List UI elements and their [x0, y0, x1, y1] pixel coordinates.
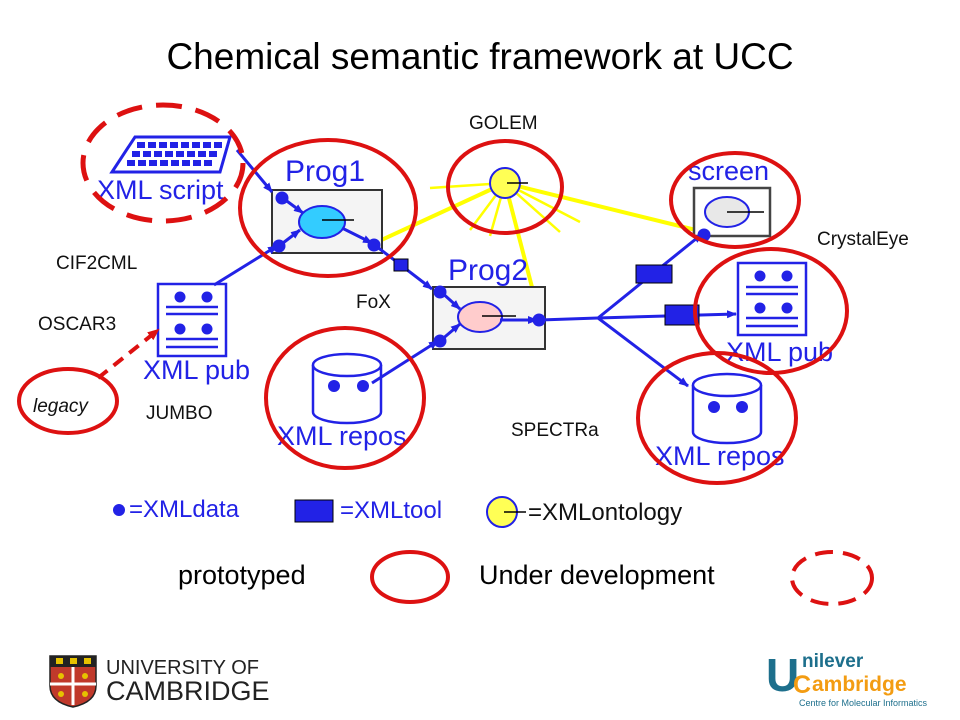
legend-xmlontology-label: =XMLontology [528, 499, 682, 526]
prototyped-circles [17, 138, 849, 485]
xml-tool-rect [664, 304, 700, 326]
flow-arrow [341, 226, 373, 245]
xml-pub-right-doc [736, 261, 808, 337]
jumbo-label: JUMBO [146, 403, 213, 424]
cambridge-logo-line1: UNIVERSITY OF [106, 657, 259, 679]
unilever-logo-u: U [766, 649, 799, 701]
under-development-circle-xml-script [80, 102, 246, 224]
prog2-process-icon [457, 301, 503, 333]
ray [374, 181, 506, 245]
xml-tool-rect [635, 264, 673, 284]
xml-tool-rects [393, 258, 700, 326]
legend-xmltool-rect [294, 499, 334, 523]
ray [504, 181, 709, 235]
prototyped-circle-xml-repos-right [636, 351, 798, 485]
xml-repos-right-label: XML repos [655, 441, 785, 471]
prog2-label: Prog2 [448, 254, 528, 287]
xml-data-dot [532, 313, 546, 327]
slide-title: Chemical semantic framework at UCC [166, 36, 794, 77]
xml-repos-left-cylinder [311, 365, 383, 425]
xml-pub-left-label: XML pub [143, 355, 250, 385]
unilever-logo-subtitle: Centre for Molecular Informatics [799, 698, 928, 708]
legend-under-development-label: Under development [479, 560, 715, 590]
legend-xmldata-label: =XMLdata [129, 496, 240, 523]
legend-prototyped-circle [370, 550, 450, 604]
xml-script-node: XML script [97, 135, 232, 205]
screen-node: screen [688, 156, 772, 238]
flow-arrow [597, 316, 689, 388]
legacy-dashed-arrow [96, 328, 160, 380]
prog2-node: Prog2 [432, 254, 546, 350]
keyboard-keys [127, 142, 222, 166]
xml-data-dot [275, 191, 289, 205]
xml-data-dots [272, 191, 711, 348]
prototyped-circle-xml-repos-left [264, 326, 426, 470]
prog1-process-icon [298, 205, 346, 239]
unilever-logo-word: nilever [802, 651, 864, 672]
flow-arrow [539, 316, 599, 322]
xml-data-dot [272, 239, 286, 253]
xml-pub-left-doc [156, 282, 228, 358]
fox-label: FoX [356, 292, 391, 313]
spectra-label: SPECTRa [511, 420, 599, 441]
xml-data-dot [433, 334, 447, 348]
golem-label: GOLEM [469, 113, 538, 134]
xml-repos-left-node: XML repos [277, 352, 407, 451]
prototyped-circle-screen [669, 151, 801, 249]
xml-data-dot [433, 285, 447, 299]
xml-repos-right-node: XML repos [655, 372, 785, 471]
legacy-label: legacy [33, 396, 88, 417]
oscar3-label: OSCAR3 [38, 314, 117, 335]
unilever-cambridge-logo: U nilever C ambridge Centre for Molecula… [766, 649, 928, 708]
symbol-legend: =XMLdata =XMLtool =XMLontology [113, 496, 682, 528]
prog1-label: Prog1 [285, 155, 365, 188]
cambridge-logo: UNIVERSITY OF CAMBRIDGE [49, 655, 270, 708]
cif2cml-label: CIF2CML [56, 253, 138, 274]
unilever-logo-c: C [793, 671, 811, 699]
xml-repos-left-label: XML repos [277, 421, 407, 451]
prototyped-circle-legacy [17, 367, 119, 435]
xml-script-label: XML script [97, 175, 224, 205]
legend-prototyped-label: prototyped [178, 560, 306, 590]
xml-tool-rect [393, 258, 409, 272]
legend-under-development-circle [790, 550, 874, 606]
xml-repos-right-cylinder [691, 385, 763, 445]
xml-pub-left-node: XML pub [143, 282, 250, 385]
prog1-node: Prog1 [271, 155, 383, 254]
xml-data-dot [367, 238, 381, 252]
prog2-box [432, 286, 546, 350]
legend-xmltool-label: =XMLtool [340, 497, 442, 524]
legend-xmldata-dot [113, 504, 125, 516]
prototyped-circle-golem [446, 139, 564, 235]
unilever-logo-word2: ambridge [812, 673, 907, 696]
cambridge-logo-line2: CAMBRIDGE [106, 676, 270, 706]
flow-arrow [371, 339, 439, 385]
prototyped-circle-prog1 [238, 138, 418, 278]
crystaleye-label: CrystalEye [817, 229, 909, 250]
flow-arrow [213, 244, 278, 287]
xml-pub-right-node: XML pub [726, 261, 833, 367]
golem-node [489, 167, 528, 199]
